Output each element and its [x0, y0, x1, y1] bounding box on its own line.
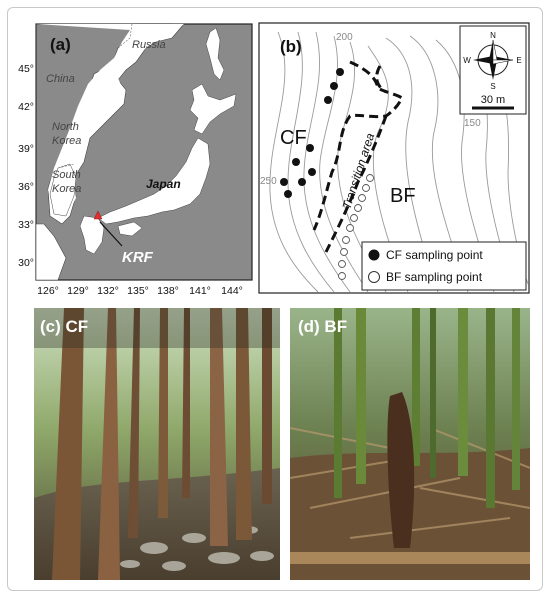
cf-point: [280, 178, 288, 186]
cf-point: [324, 96, 332, 104]
fallen-log: [290, 552, 530, 564]
krf-site-marker: [93, 210, 103, 220]
transition-boundary: [312, 60, 404, 253]
bf-point: [346, 224, 354, 232]
honshu-island: [97, 137, 211, 225]
compass-rose-icon: [473, 39, 514, 80]
panel-c-label: (c) CF: [40, 317, 88, 336]
hokkaido-island: [189, 83, 237, 135]
compass-e: E: [516, 56, 521, 65]
legend-cf-label: CF sampling point: [386, 248, 483, 262]
cf-point: [330, 82, 338, 90]
cf-point: [336, 68, 344, 76]
bf-points: [338, 174, 374, 280]
contour-label: 150: [464, 118, 481, 129]
bf-point: [354, 204, 362, 212]
lon-tick: 132°: [97, 285, 119, 297]
longitude-axis: 126° 129° 132° 135° 138° 141° 144°: [37, 285, 243, 297]
bf-point: [358, 194, 366, 202]
bf-point: [342, 236, 350, 244]
bamboo-shoot: [387, 392, 415, 548]
cf-area-label: CF: [280, 127, 307, 149]
label-krf: KRF: [122, 249, 154, 266]
cf-tree-trunks: [52, 308, 272, 580]
panel-a-label: (a): [50, 35, 71, 54]
lat-tick: 42°: [18, 101, 34, 113]
lon-tick: 144°: [221, 285, 243, 297]
lat-tick: 36°: [18, 181, 34, 193]
lat-tick: 30°: [18, 257, 34, 269]
lon-tick: 135°: [127, 285, 149, 297]
cf-point: [284, 190, 292, 198]
bf-area-label: BF: [390, 185, 416, 207]
krf-leader-line: [99, 221, 123, 247]
panel-d-label: (d) BF: [298, 317, 347, 336]
contour-label: 200: [336, 32, 353, 43]
shikoku-island: [117, 221, 143, 237]
sakhalin-island: [205, 27, 225, 81]
compass-n: N: [490, 31, 496, 40]
bf-point: [340, 248, 348, 256]
cf-upper-shade: [34, 308, 280, 348]
cf-point: [292, 158, 300, 166]
lat-tick: 45°: [18, 63, 34, 75]
kyushu-island: [79, 215, 105, 255]
lon-tick: 141°: [189, 285, 211, 297]
compass-w: W: [463, 56, 471, 65]
label-japan: Japan: [146, 177, 181, 191]
latitude-axis: 45° 42° 39° 36° 33° 30°: [18, 63, 34, 269]
legend-cf-marker: [368, 249, 380, 261]
cf-rocks: [120, 526, 274, 571]
legend-box: [361, 241, 527, 291]
bf-bamboo-culms: [334, 308, 520, 508]
mainland-fill: [36, 24, 184, 218]
bf-point: [366, 174, 374, 182]
label-korea-south: Korea: [52, 183, 81, 195]
korea-border: [57, 163, 75, 169]
cf-point: [306, 144, 314, 152]
label-russia: Russia: [132, 39, 166, 51]
cf-point: [298, 178, 306, 186]
compass-s: S: [490, 82, 495, 91]
contour-label: 250: [260, 176, 277, 187]
cf-point: [308, 168, 316, 176]
lon-tick: 126°: [37, 285, 59, 297]
lon-tick: 138°: [157, 285, 179, 297]
bf-fallen-culms: [290, 427, 530, 539]
legend-bf-marker: [368, 271, 380, 283]
lon-tick: 129°: [67, 285, 89, 297]
korean-peninsula: [49, 163, 77, 217]
lat-tick: 39°: [18, 143, 34, 155]
legend-bf-label: BF sampling point: [386, 270, 483, 284]
lat-tick: 33°: [18, 219, 34, 231]
panel-c-cf-photo: (c) CF: [34, 308, 280, 580]
russia-china-border: [117, 23, 133, 49]
panel-b-label: (b): [280, 37, 302, 56]
label-south: South: [52, 169, 81, 181]
bf-point: [350, 214, 358, 222]
label-china: China: [46, 73, 75, 85]
cf-points: [280, 68, 344, 198]
panel-b-site-map: (b) 200 250 150 CF BF Transition area N …: [258, 22, 530, 294]
bf-point: [338, 272, 346, 280]
scale-label: 30 m: [481, 94, 505, 106]
bf-point: [338, 260, 346, 268]
label-korea-north: Korea: [52, 135, 81, 147]
bf-point: [362, 184, 370, 192]
panel-a-map: (a) Russia China North Korea South Korea…: [18, 23, 253, 297]
label-north: North: [52, 121, 79, 133]
panel-d-bf-photo: (d) BF: [290, 308, 530, 580]
